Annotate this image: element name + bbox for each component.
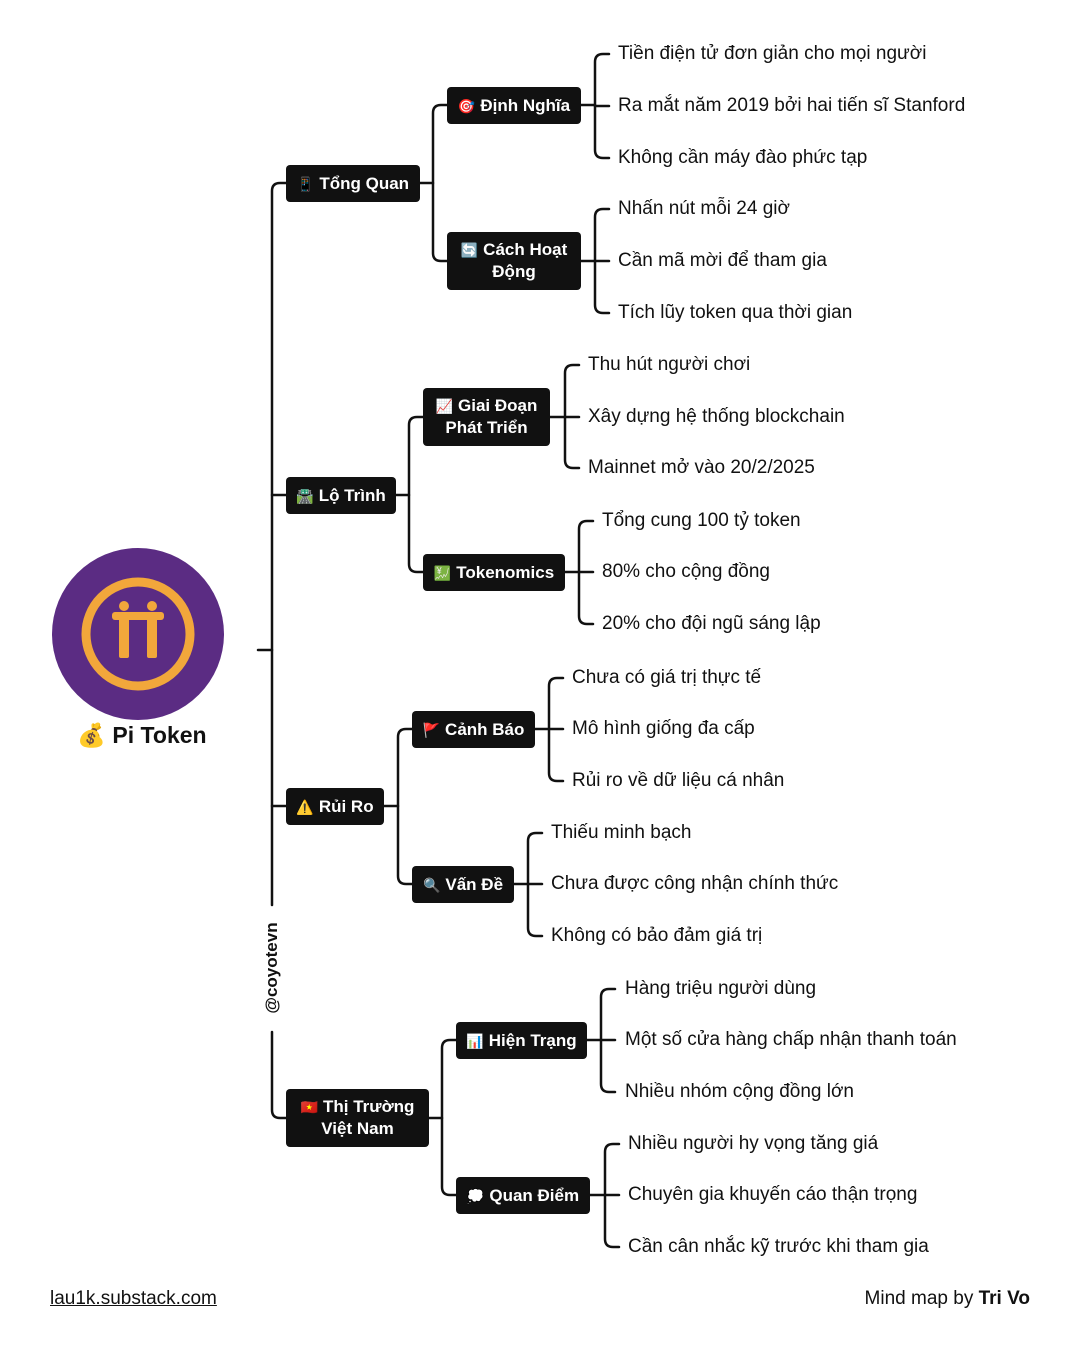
pi-network-logo-icon (52, 548, 224, 720)
subnode-dinh-nghia[interactable]: 🎯Định Nghĩa (447, 87, 581, 124)
connector-line (407, 415, 425, 574)
leaf-item: Một số cửa hàng chấp nhận thanh toán (625, 1029, 957, 1050)
leaf-item: Thu hút người chơi (588, 354, 751, 375)
root-title: 💰 Pi Token (77, 722, 207, 748)
branch-node-rui-ro[interactable]: ⚠️Rủi Ro (286, 788, 384, 825)
branch-node-thi-truong-viet-nam[interactable]: 🇻🇳Thị Trường Việt Nam (286, 1089, 429, 1147)
leaf-item: Tiền điện tử đơn giản cho mọi người (618, 43, 927, 64)
leaf-item: Cần cân nhắc kỹ trước khi tham gia (628, 1236, 929, 1257)
leaf-item: Nhấn nút mỗi 24 giờ (618, 198, 790, 219)
subnode-tokenomics[interactable]: 💹Tokenomics (423, 554, 565, 591)
leaf-item: Cần mã mời để tham gia (618, 250, 827, 271)
leaf-item: Nhiều nhóm cộng đồng lớn (625, 1081, 855, 1102)
subnode-van-de[interactable]: 🔍Vấn Đề (412, 866, 514, 903)
leaf-item: Không có bảo đảm giá trị (551, 925, 763, 946)
footer-link[interactable]: lau1k.substack.com (50, 1288, 217, 1309)
leaf-item: Xây dựng hệ thống blockchain (588, 406, 845, 427)
leaf-item: Chuyên gia khuyến cáo thận trọng (628, 1184, 918, 1205)
leaf-item: Không cần máy đào phức tạp (618, 147, 868, 168)
leaf-item: Mainnet mở vào 20/2/2025 (588, 457, 815, 478)
footer-credit: Mind map by Tri Vo (864, 1288, 1030, 1309)
connector-line (431, 103, 449, 263)
leaf-item: Thiếu minh bạch (551, 822, 692, 843)
subnode-quan-diem[interactable]: 💭Quan Điểm (456, 1177, 590, 1214)
subnode-cach-hoat-dong[interactable]: 🔄Cách Hoạt Động (447, 232, 581, 290)
leaf-item: 20% cho đội ngũ sáng lập (602, 613, 821, 634)
leaf-item: Hàng triệu người dùng (625, 978, 817, 999)
connector-line (270, 1030, 288, 1120)
leaf-item: 80% cho cộng đồng (602, 561, 770, 582)
leaf-item: Mô hình giống đa cấp (572, 718, 755, 739)
branch-node-lo-trinh[interactable]: 🛣️Lộ Trình (286, 477, 396, 514)
leaf-item: Chưa được công nhận chính thức (551, 873, 839, 894)
connector-line (440, 1038, 458, 1197)
leaf-item: Nhiều người hy vọng tăng giá (628, 1133, 879, 1154)
leaf-item: Rủi ro về dữ liệu cá nhân (572, 770, 785, 791)
subnode-canh-bao[interactable]: 🚩Cảnh Báo (412, 711, 535, 748)
leaf-item: Ra mắt năm 2019 bởi hai tiến sĩ Stanford (618, 95, 966, 116)
subnode-giai-doan-phat-trien[interactable]: 📈Giai Đoạn Phát Triển (423, 388, 550, 446)
subnode-hien-trang[interactable]: 📊Hiện Trạng (456, 1022, 587, 1059)
leaf-item: Chưa có giá trị thực tế (572, 667, 762, 688)
connector-line (396, 727, 414, 886)
connector-line (270, 181, 288, 907)
leaf-item: Tổng cung 100 tỷ token (602, 510, 801, 531)
branch-node-tong-quan[interactable]: 📱Tổng Quan (286, 165, 420, 202)
leaf-item: Tích lũy token qua thời gian (618, 302, 853, 323)
